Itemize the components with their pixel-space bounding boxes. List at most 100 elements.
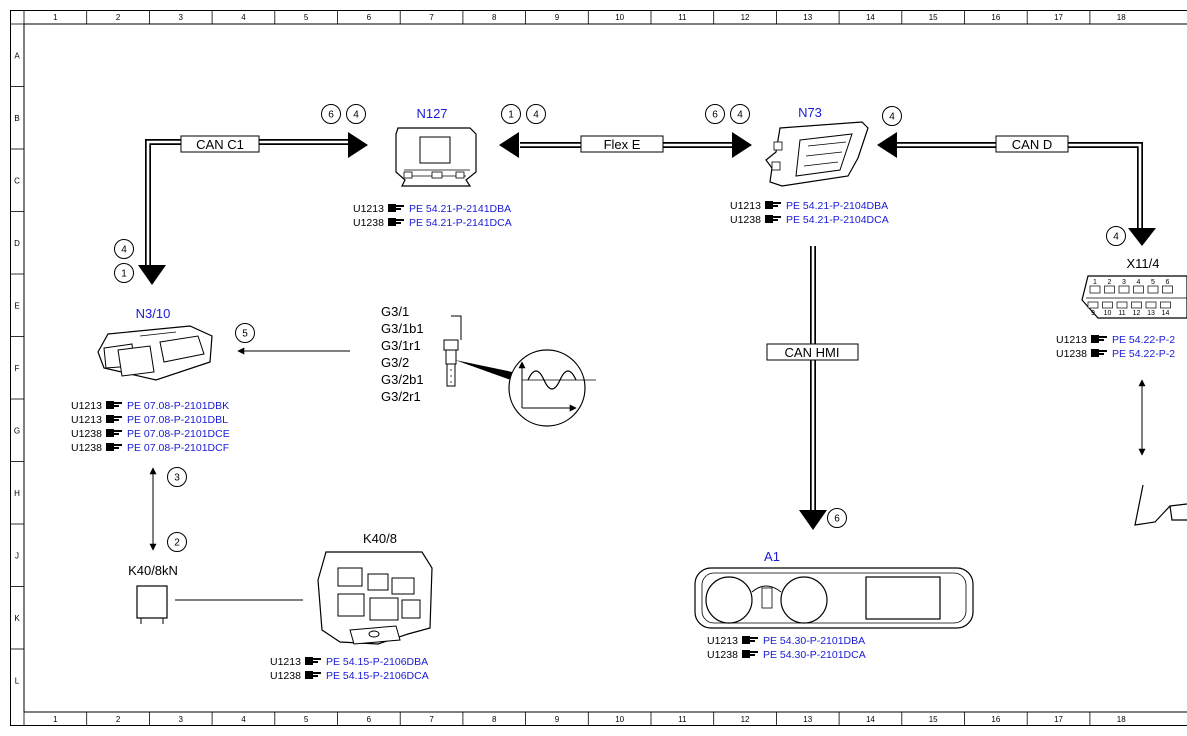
- reference-circle: 4: [730, 104, 750, 124]
- n127-module[interactable]: N127: [395, 106, 477, 187]
- pe-document-link[interactable]: PE 54.21-P-2104DBA: [786, 200, 888, 212]
- reference-circle: 4: [114, 239, 134, 259]
- ref-code: U1213: [71, 414, 102, 426]
- ref-code: U1213: [730, 200, 761, 212]
- can-c1-bus: CAN C1: [138, 132, 368, 285]
- reference-circle-number: 4: [121, 245, 127, 256]
- sensor-label: G3/2b1: [381, 372, 424, 387]
- col-label-bottom: 1: [53, 715, 58, 724]
- col-label-bottom: 15: [929, 715, 938, 724]
- pe-document-link[interactable]: PE 54.21-P-2141DCA: [409, 217, 512, 229]
- x11-pin-number: 13: [1147, 310, 1155, 317]
- ref-code: U1213: [71, 400, 102, 412]
- a1-label: A1: [764, 549, 780, 564]
- pointer-hand-icon: [765, 201, 781, 209]
- x11-pin: [1104, 285, 1115, 294]
- reference-circle: 4: [526, 104, 546, 124]
- x11-pin-number: 2: [1108, 279, 1112, 286]
- x11-pin-number: 10: [1104, 310, 1112, 317]
- col-label-top: 2: [116, 13, 121, 22]
- col-label-bottom: 2: [116, 715, 121, 724]
- a1-instrument-cluster[interactable]: A1: [694, 549, 974, 629]
- can-d-arrow-down: [1128, 228, 1156, 246]
- col-label-bottom: 10: [615, 715, 624, 724]
- can-hmi-label: CAN HMI: [785, 345, 840, 360]
- k40-8-module[interactable]: K40/8: [317, 531, 433, 645]
- oxygen-sensor[interactable]: [443, 315, 522, 387]
- x11-pin-number: 6: [1166, 279, 1170, 286]
- pe-document-link[interactable]: PE 07.08-P-2101DBL: [127, 414, 228, 426]
- flex-e-label: Flex E: [604, 137, 641, 152]
- waveform-inset: [508, 349, 596, 427]
- x11-pin: [1162, 285, 1173, 294]
- reference-circle: 6: [827, 508, 847, 528]
- col-label-top: 18: [1117, 13, 1126, 22]
- k40-8kn-relay[interactable]: K40/8kN: [128, 563, 178, 624]
- x11-pin: [1116, 301, 1128, 309]
- pointer-hand-icon: [388, 218, 404, 226]
- x11-pin-number: 11: [1118, 310, 1125, 317]
- flex-e-arrow-left: [499, 132, 519, 158]
- col-label-bottom: 14: [866, 715, 875, 724]
- row-label: J: [15, 551, 19, 560]
- right-partial-component: [1134, 484, 1187, 526]
- pe-document-link[interactable]: PE 54.15-P-2106DBA: [326, 656, 428, 668]
- reference-circle-number: 4: [353, 110, 359, 121]
- col-label-top: 5: [304, 13, 309, 22]
- flex-e-arrow-right: [732, 132, 752, 158]
- row-label: F: [15, 364, 20, 373]
- pe-document-link[interactable]: PE 54.30-P-2101DCA: [763, 649, 866, 661]
- n73-label: N73: [798, 105, 822, 120]
- n73-module[interactable]: N73: [765, 105, 869, 187]
- col-label-bottom: 18: [1117, 715, 1126, 724]
- col-label-top: 16: [991, 13, 1000, 22]
- ref-code: U1238: [71, 428, 102, 440]
- col-label-bottom: 6: [367, 715, 372, 724]
- reference-circle-number: 4: [1113, 232, 1119, 243]
- reference-circle-number: 1: [508, 110, 514, 121]
- grid-ticks: [10, 10, 1091, 726]
- x11-pin-number: 9: [1091, 310, 1095, 317]
- sensor-label: G3/1: [381, 304, 409, 319]
- sensor-label: G3/1b1: [381, 321, 424, 336]
- ref-code: U1238: [71, 442, 102, 454]
- sensor-label: G3/2r1: [381, 389, 421, 404]
- ref-code: U1238: [270, 670, 301, 682]
- x11-pin: [1160, 301, 1171, 309]
- can-d-label: CAN D: [1012, 137, 1052, 152]
- pointer-hand-icon: [106, 415, 122, 423]
- reference-circle: 2: [167, 532, 187, 552]
- col-label-top: 6: [367, 13, 372, 22]
- pe-document-link[interactable]: PE 07.08-P-2101DBK: [127, 400, 229, 412]
- k40-8kn-label: K40/8kN: [128, 563, 178, 578]
- sensor-label: G3/2: [381, 355, 409, 370]
- pointer-hand-icon: [765, 215, 781, 223]
- pe-document-link[interactable]: PE 07.08-P-2101DCE: [127, 428, 230, 440]
- n3-10-module[interactable]: N3/10: [97, 306, 213, 381]
- ref-code: U1238: [353, 217, 384, 229]
- pe-document-link[interactable]: PE 54.21-P-2141DBA: [409, 203, 511, 215]
- reference-circle-number: 4: [533, 110, 539, 121]
- pe-document-link[interactable]: PE 54.30-P-2101DBA: [763, 635, 865, 647]
- reference-circle: 4: [882, 106, 902, 126]
- pointer-hand-icon: [106, 429, 122, 437]
- k40-8-label: K40/8: [363, 531, 397, 546]
- reference-circle: 6: [321, 104, 341, 124]
- pe-document-link[interactable]: PE 54.22-P-2: [1112, 348, 1175, 360]
- pe-document-link[interactable]: PE 54.15-P-2106DCA: [326, 670, 429, 682]
- pointer-hand-icon: [106, 401, 122, 409]
- pe-document-link[interactable]: PE 07.08-P-2101DCF: [127, 442, 229, 454]
- ref-code: U1213: [353, 203, 384, 215]
- pe-document-link[interactable]: PE 54.22-P-2: [1112, 334, 1175, 346]
- pe-document-link[interactable]: PE 54.21-P-2104DCA: [786, 214, 889, 226]
- ref-code: U1238: [1056, 348, 1087, 360]
- refs-n127: U1213 PE 54.21-P-2141DBA U1238 PE 54.21-P-2…: [353, 203, 512, 229]
- can-d-arrow-left: [877, 132, 897, 158]
- can-c1-label: CAN C1: [196, 137, 244, 152]
- sensor-label: G3/1r1: [381, 338, 421, 353]
